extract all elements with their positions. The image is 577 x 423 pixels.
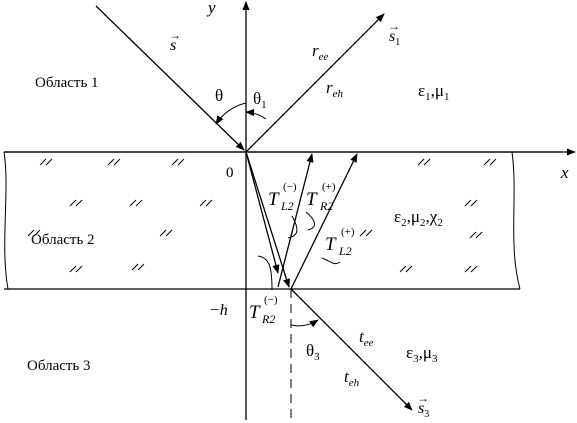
incident-ray (95, 5, 245, 151)
svg-text:L2: L2 (338, 244, 352, 258)
leader-tr2m (257, 255, 273, 291)
hatch-mark (27, 229, 35, 237)
svg-text:(+): (+) (322, 181, 336, 193)
transmitted-ray (290, 288, 413, 411)
hatch-mark (69, 265, 77, 273)
axis-y-label: y (206, 0, 216, 17)
svg-text:T: T (249, 302, 261, 323)
hatch-mark (177, 158, 185, 166)
angle-theta1-arc (245, 108, 267, 120)
theta3-label: θ3 (306, 341, 320, 363)
hatch-mark (131, 263, 139, 271)
hatch-mark (359, 229, 367, 237)
t-l2-minus-label: T (−) L2 (268, 181, 297, 213)
svg-text:s3: s3 (418, 400, 429, 420)
slab-left-edge (3, 151, 9, 290)
origin-label: 0 (226, 165, 234, 181)
svg-text:s: s (170, 37, 176, 54)
hatch-mark (464, 199, 472, 207)
slab-right-edge (511, 151, 521, 290)
hatch-mark (165, 229, 173, 237)
svg-text:s1: s1 (389, 28, 400, 48)
hatch-mark (137, 263, 145, 271)
ray-up-a (277, 153, 314, 288)
t-eh-label: teh (344, 367, 360, 389)
region-3-label: Область 3 (27, 358, 91, 374)
vector-s1-label: → s1 (388, 19, 400, 48)
vector-s-label: → s (169, 28, 181, 54)
ray-down-b (245, 151, 290, 288)
axis-x-label: x (560, 163, 569, 182)
hatch-mark (399, 265, 407, 273)
ray-up-b (290, 153, 358, 290)
svg-text:(−): (−) (283, 181, 297, 193)
t-ee-label: tee (359, 327, 374, 349)
angle-theta3-arc (290, 319, 319, 328)
t-r2-minus-label: T (−) R2 (249, 294, 278, 326)
hatch-mark (475, 231, 483, 239)
svg-text:→: → (417, 391, 429, 405)
hatch-mark (113, 158, 121, 166)
svg-text:R2: R2 (261, 312, 275, 326)
hatch-mark (464, 265, 472, 273)
hatch-mark (365, 229, 373, 237)
vector-s3-label: → s3 (417, 391, 429, 420)
svg-text:T: T (325, 234, 337, 255)
hatch-mark (171, 158, 179, 166)
svg-text:→: → (388, 19, 400, 33)
svg-text:T: T (306, 189, 318, 210)
hatch-mark (199, 199, 207, 207)
t-r2-plus-label: T (+) R2 (306, 181, 336, 213)
angle-theta-arc (215, 102, 247, 125)
leader-tl2p (321, 257, 341, 265)
theta1-label: θ1 (253, 89, 267, 111)
svg-text:(−): (−) (264, 294, 278, 306)
hatch-mark (205, 199, 213, 207)
svg-text:L2: L2 (280, 199, 294, 213)
region-1-params: ε1,μ1 (418, 81, 450, 103)
hatch-mark (69, 199, 77, 207)
svg-text:→: → (169, 28, 181, 42)
region-3-params: ε3,μ3 (406, 343, 438, 365)
hatch-mark (107, 158, 115, 166)
hatch-mark (75, 265, 83, 273)
svg-text:R2: R2 (319, 199, 333, 213)
hatch-mark (39, 158, 47, 166)
region-2-params: ε2,μ2,χ2 (394, 207, 443, 229)
hatch-mark (483, 158, 491, 166)
r-eh-label: reh (326, 78, 344, 100)
hatch-mark (135, 199, 143, 207)
slab-hatching (27, 158, 497, 273)
hatch-mark (33, 229, 41, 237)
leader-tl2m (287, 215, 298, 239)
hatch-mark (417, 158, 425, 166)
hatch-mark (159, 229, 167, 237)
region-2-label: Область 2 (31, 232, 95, 248)
svg-text:(+): (+) (341, 226, 355, 238)
theta-label: θ (215, 86, 223, 105)
svg-text:T: T (268, 189, 280, 210)
hatch-mark (423, 158, 431, 166)
hatch-mark (469, 231, 477, 239)
leader-tr2p (305, 211, 315, 231)
hatch-mark (405, 265, 413, 273)
hatch-mark (470, 265, 478, 273)
r-ee-label: ree (312, 41, 329, 63)
hatch-mark (129, 199, 137, 207)
hatch-mark (470, 199, 478, 207)
t-l2-plus-label: T (+) L2 (325, 226, 355, 258)
neg-h-label: −h (209, 302, 228, 319)
region-1-label: Область 1 (35, 75, 99, 91)
ray-down-a (245, 151, 280, 274)
hatch-mark (45, 158, 53, 166)
reflected-ray (245, 13, 385, 153)
hatch-mark (489, 158, 497, 166)
hatch-mark (75, 199, 83, 207)
